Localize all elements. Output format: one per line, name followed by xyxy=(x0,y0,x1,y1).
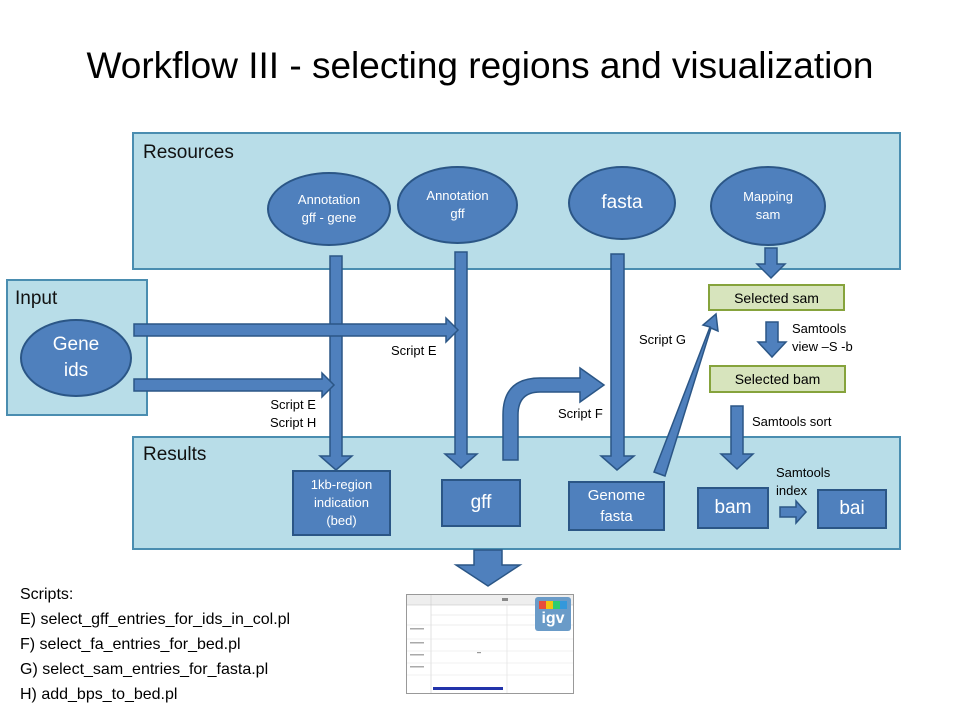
arrow-script-g xyxy=(653,312,719,477)
fasta-node: fasta xyxy=(568,166,676,240)
input-label: Input xyxy=(15,288,58,309)
genome-fasta-box: Genome fasta xyxy=(568,481,665,531)
samtools-index-label: Samtools index xyxy=(776,465,831,498)
bed-result-box: 1kb-region indication (bed) xyxy=(292,470,391,536)
script-g-label: Script G xyxy=(639,332,686,347)
arrow-gene-ids-to-bed xyxy=(133,371,336,399)
script-f-label: Script F xyxy=(558,406,603,421)
arrow-bam-sort xyxy=(719,405,755,471)
results-label: Results xyxy=(143,444,207,465)
scripts-list: Scripts: E) select_gff_entries_for_ids_i… xyxy=(20,582,290,707)
selected-sam-box: Selected sam xyxy=(708,284,845,311)
gene-ids-node: Gene ids xyxy=(20,319,132,397)
arrow-annotation-gene-to-bed xyxy=(318,255,354,471)
page-title: Workflow III - selecting regions and vis… xyxy=(86,45,874,86)
annotation-gff-node: Annotation gff xyxy=(397,166,518,244)
script-item: G) select_sam_entries_for_fasta.pl xyxy=(20,661,269,678)
igv-logo: igv xyxy=(535,597,571,631)
arrow-fasta-to-genome xyxy=(599,253,637,471)
script-item: E) select_gff_entries_for_ids_in_col.pl xyxy=(20,611,291,628)
gff-result-box: gff xyxy=(441,479,521,527)
bam-result-box: bam xyxy=(697,487,769,529)
mapping-node: Mapping sam xyxy=(710,166,826,246)
samtools-view-label: Samtools view –S -b xyxy=(792,321,853,354)
arrow-gene-ids-to-gff xyxy=(133,316,460,344)
selected-bam-box: Selected bam xyxy=(709,365,846,393)
annotation-gene-node: Annotation gff - gene xyxy=(267,172,391,246)
arrow-mapping-to-selected-sam xyxy=(755,247,787,280)
arrow-script-f xyxy=(502,366,606,461)
script-e-label: Script E xyxy=(391,343,437,358)
script-item: H) add_bps_to_bed.pl xyxy=(20,686,178,703)
igv-logo-color-strip xyxy=(539,601,567,609)
igv-logo-text: igv xyxy=(541,610,565,627)
igv-screenshot: igv xyxy=(406,594,574,694)
arrow-annotation-gff-to-gff xyxy=(443,251,479,469)
arrow-results-to-igv xyxy=(453,549,523,587)
script-item: F) select_fa_entries_for_bed.pl xyxy=(20,636,241,653)
scripts-heading: Scripts: xyxy=(20,586,74,603)
arrow-bam-to-bai xyxy=(779,499,808,525)
script-eh-label: Script E Script H xyxy=(270,397,317,430)
arrow-sam-to-bam xyxy=(756,321,788,359)
resources-label: Resources xyxy=(143,142,234,163)
bai-result-box: bai xyxy=(817,489,887,529)
samtools-sort-label: Samtools sort xyxy=(752,414,832,429)
